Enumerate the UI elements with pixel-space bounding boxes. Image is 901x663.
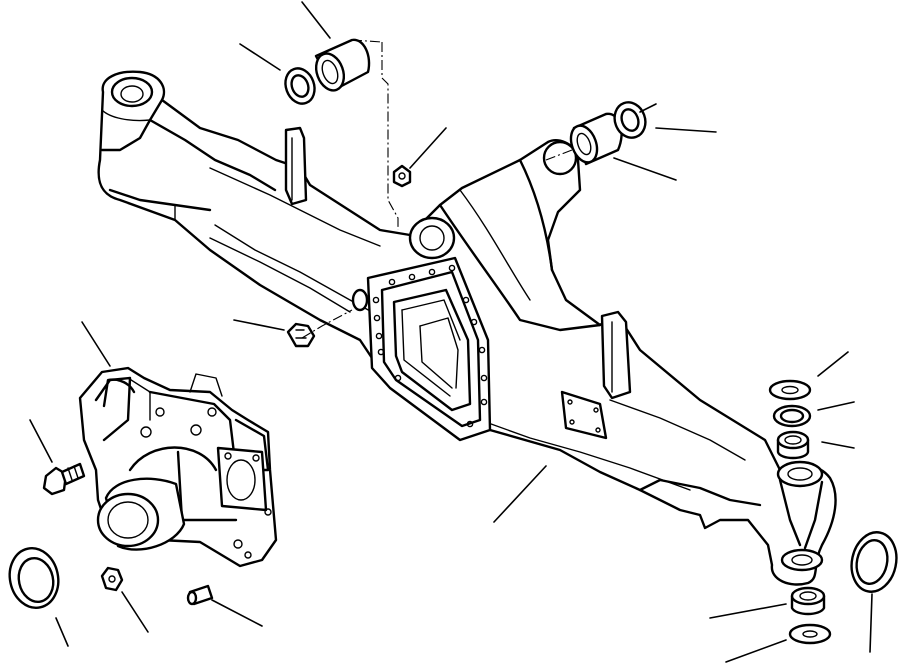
leader-lines [29, 1, 873, 663]
seal-right [613, 101, 647, 139]
lower-bearing [790, 586, 826, 616]
grease-fitting [392, 164, 412, 188]
assembly-center-lines [301, 39, 573, 339]
bushing-left [314, 38, 371, 92]
lower-washer [788, 623, 832, 645]
dowel-pin [186, 584, 214, 606]
differential-carrier [78, 366, 278, 568]
thrust-washer-stack [768, 379, 812, 460]
axle-housing [97, 70, 837, 586]
seal-ring [850, 531, 898, 593]
o-ring [8, 547, 60, 609]
bolt [42, 462, 86, 496]
nut [100, 566, 124, 592]
seal-left [284, 67, 316, 105]
plug-nut [286, 322, 316, 348]
